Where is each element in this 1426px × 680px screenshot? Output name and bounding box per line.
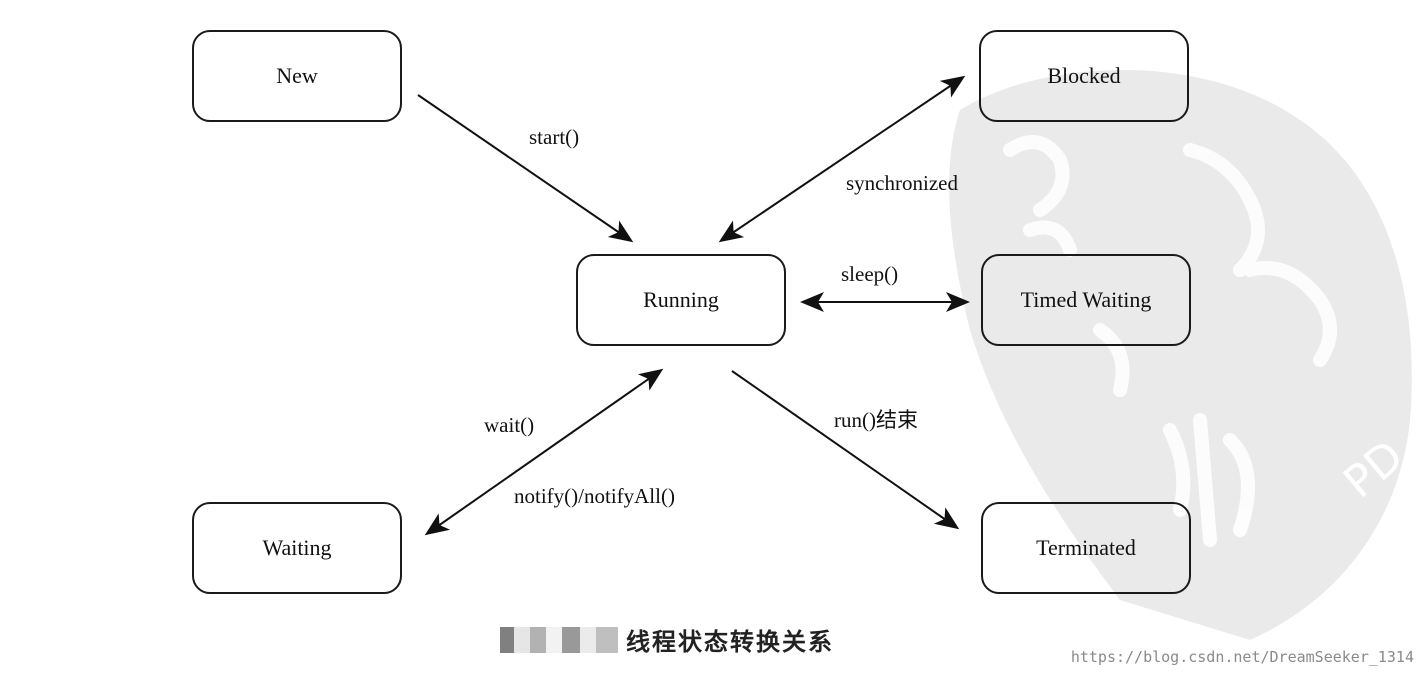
state-terminated: Terminated xyxy=(981,502,1191,594)
transition-label-start: start() xyxy=(529,125,580,149)
state-waiting-label: Waiting xyxy=(262,535,332,560)
arrow-run-end xyxy=(731,370,960,530)
state-running-label: Running xyxy=(643,287,719,312)
caption-redacted-figure-number xyxy=(500,626,618,653)
transition-label-wait: wait() xyxy=(484,413,535,437)
arrow-wait-notify xyxy=(424,368,664,536)
caption-text: 线程状态转换关系 xyxy=(626,628,834,656)
state-new: New xyxy=(192,30,402,122)
transition-label-sleep: sleep() xyxy=(841,262,899,286)
transition-label-run-end: run()结束 xyxy=(834,408,918,432)
transition-label-notify: notify()/notifyAll() xyxy=(514,484,675,508)
state-blocked: Blocked xyxy=(979,30,1189,122)
state-new-label: New xyxy=(276,63,318,88)
state-running: Running xyxy=(576,254,786,346)
state-timed-waiting-label: Timed Waiting xyxy=(1020,287,1152,312)
state-timed-waiting: Timed Waiting xyxy=(981,254,1191,346)
state-terminated-label: Terminated xyxy=(1036,535,1136,560)
arrow-start xyxy=(417,94,634,243)
state-waiting: Waiting xyxy=(192,502,402,594)
transition-label-synchronized: synchronized xyxy=(846,171,958,195)
arrow-synchronized xyxy=(718,75,966,243)
figure-caption: 线程状态转换关系 xyxy=(500,622,834,657)
state-blocked-label: Blocked xyxy=(1047,63,1121,88)
source-credit: https://blog.csdn.net/DreamSeeker_1314 xyxy=(1070,648,1414,666)
